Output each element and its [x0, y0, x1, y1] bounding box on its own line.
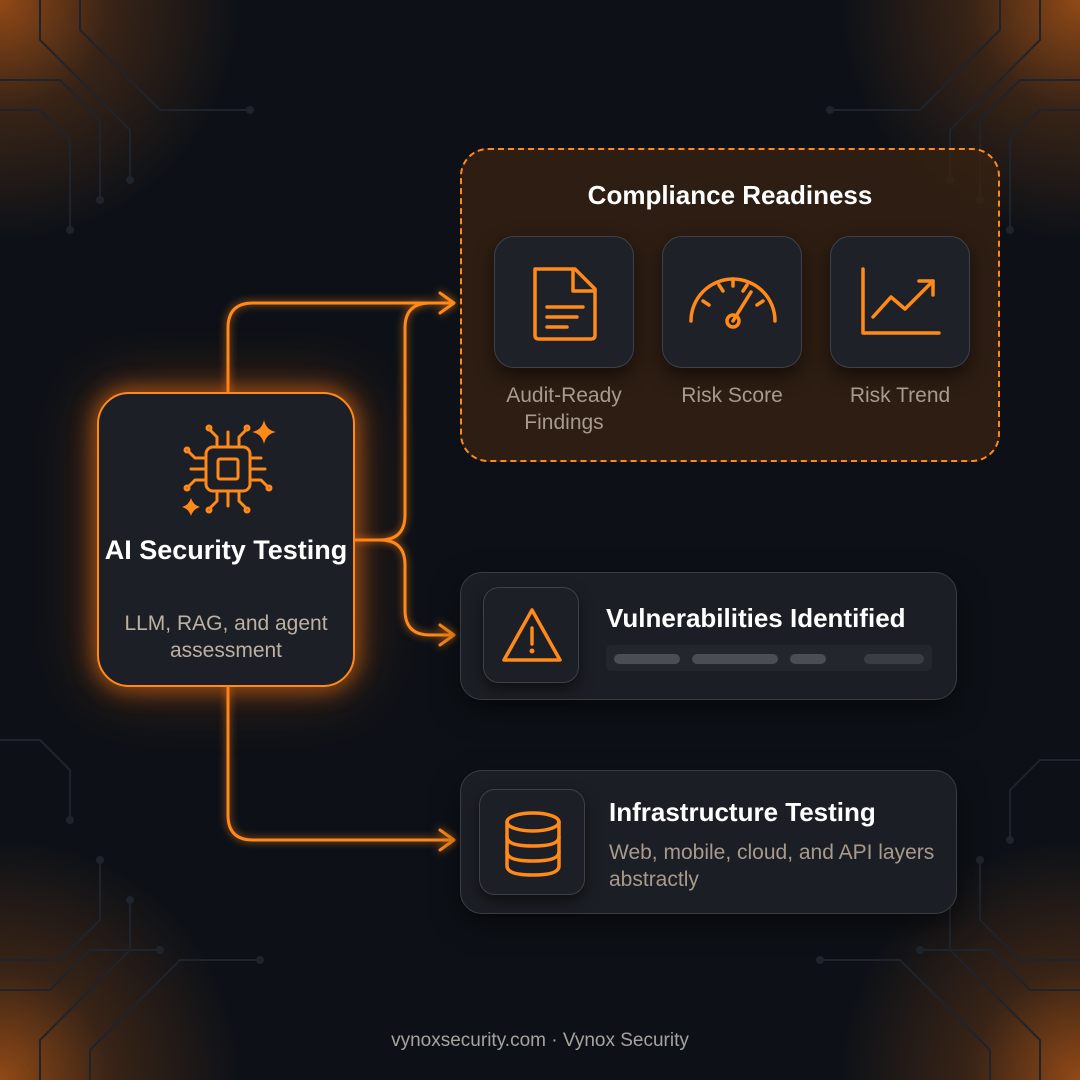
- compliance-readiness-group: Compliance Readiness: [460, 148, 1000, 462]
- risk-score-label: Risk Score: [681, 384, 783, 407]
- progress-segment: [692, 654, 778, 664]
- vulnerabilities-identified-card: Vulnerabilities Identified: [460, 572, 957, 700]
- arrowhead-vulnerabilities: [438, 623, 456, 647]
- database-icon: [505, 811, 561, 877]
- footer-text: vynoxsecurity.com · Vynox Security: [391, 1030, 689, 1051]
- connector-top-branch: [226, 301, 454, 394]
- gauge-icon: [689, 277, 777, 329]
- ai-node-subtitle: LLM, RAG, and agent assessment: [124, 612, 328, 662]
- infrastructure-subtitle: Web, mobile, cloud, and API layers abstr…: [609, 841, 935, 891]
- database-icon-box: [479, 789, 585, 895]
- risk-trend-tile: [830, 236, 970, 368]
- ai-chip-sparkle-icon: [182, 420, 276, 516]
- infrastructure-title: Infrastructure Testing: [609, 797, 876, 827]
- warning-icon-box: [483, 587, 579, 683]
- arrowhead-compliance: [438, 291, 456, 315]
- vulnerabilities-title: Vulnerabilities Identified: [606, 603, 906, 633]
- arrowhead-infrastructure: [438, 828, 456, 852]
- compliance-title: Compliance Readiness: [587, 180, 873, 210]
- ai-security-testing-node: AI Security Testing LLM, RAG, and agent …: [97, 392, 355, 687]
- risk-trend-label: Risk Trend: [849, 384, 951, 407]
- progress-segment: [614, 654, 680, 664]
- document-icon: [533, 267, 597, 341]
- audit-ready-findings-label: Audit-Ready Findings: [506, 384, 622, 434]
- connector-to-vulnerabilities: [378, 538, 454, 637]
- risk-score-tile: [662, 236, 802, 368]
- connector-to-infrastructure: [226, 685, 454, 842]
- warning-icon: [502, 608, 562, 662]
- infrastructure-testing-card: Infrastructure Testing Web, mobile, clou…: [460, 770, 957, 914]
- progress-segment: [864, 654, 924, 664]
- connector-to-compliance: [353, 301, 432, 542]
- progress-segment: [790, 654, 826, 664]
- ai-node-title: AI Security Testing: [104, 535, 348, 565]
- trend-up-icon: [861, 267, 941, 335]
- audit-ready-findings-tile: [494, 236, 634, 368]
- vulnerability-progress-bar: [606, 645, 932, 671]
